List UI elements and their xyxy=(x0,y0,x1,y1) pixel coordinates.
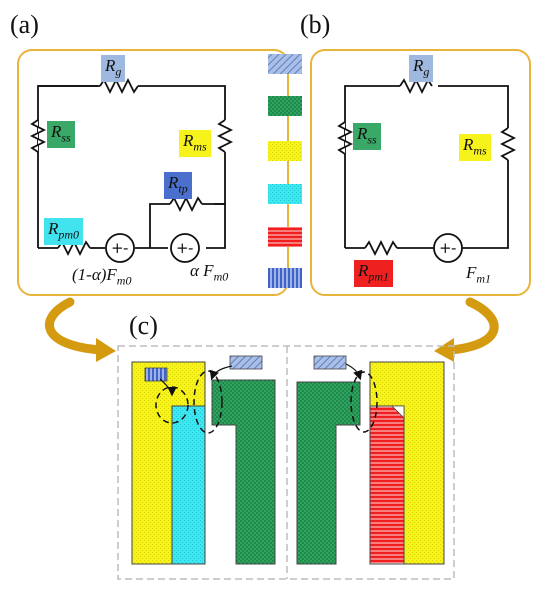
panel-c-frame xyxy=(117,345,455,580)
legend-gap-swatch xyxy=(268,54,302,74)
panel-b-frame xyxy=(310,49,531,296)
label-rms-b: Rms xyxy=(459,134,491,162)
legend-mover-steel-swatch xyxy=(268,141,302,161)
legend xyxy=(268,54,302,288)
tip-block xyxy=(171,405,206,565)
magnet-corner-cut xyxy=(391,405,405,419)
source-a2: + - xyxy=(170,233,200,263)
magnet-block xyxy=(369,405,405,565)
label-a: (a) xyxy=(10,10,39,39)
label-rss-b: Rss xyxy=(353,123,381,151)
rss-zigzag-a xyxy=(29,119,47,153)
transition-arrow-right xyxy=(434,297,499,362)
label-rg-b: Rg xyxy=(409,55,434,83)
source-b: + - xyxy=(433,233,463,263)
svg-text:-: - xyxy=(123,239,128,257)
gap-region-ellipse-right xyxy=(350,371,378,433)
svg-text:+: + xyxy=(176,239,189,257)
label-rms-a: Rms xyxy=(179,130,211,158)
legend-tip-swatch xyxy=(268,184,302,204)
label-rss-a: Rss xyxy=(47,121,75,149)
leader-leakage xyxy=(159,378,177,397)
rms-zigzag xyxy=(216,119,234,153)
label-source-b: Fm1 xyxy=(466,263,492,286)
label-source-a2: α Fm0 xyxy=(190,261,229,284)
label-c: (c) xyxy=(129,311,158,340)
label-source-a1: (1-α)Fm0 xyxy=(72,265,132,288)
label-rpm0: Rpm0 xyxy=(44,218,84,246)
leakage-block xyxy=(144,367,168,382)
leakage-region-circle xyxy=(155,386,189,424)
legend-leakage-swatch xyxy=(268,268,302,288)
stator-tooth-left xyxy=(211,379,276,565)
panel-a-frame xyxy=(17,49,289,296)
svg-text:+: + xyxy=(111,239,124,257)
label-rtp-a: Rtp xyxy=(164,172,192,200)
leader-gap-left xyxy=(209,365,233,381)
gap-block-left xyxy=(229,355,263,370)
legend-stator-steel-swatch xyxy=(268,96,302,116)
circuit-b-wires xyxy=(336,77,517,257)
svg-text:+: + xyxy=(439,239,452,257)
svg-text:-: - xyxy=(451,239,456,257)
label-rpm1: Rpm1 xyxy=(354,260,394,288)
label-rg-a: Rg xyxy=(101,55,126,83)
svg-text:-: - xyxy=(188,239,193,257)
transition-arrow-left xyxy=(45,297,116,362)
gap-region-ellipse-left xyxy=(193,370,223,434)
gap-block-right xyxy=(313,355,347,370)
legend-magnet-swatch xyxy=(268,227,302,247)
source-a1: + - xyxy=(105,233,135,263)
stator-tooth-right xyxy=(296,381,361,565)
label-b: (b) xyxy=(300,10,331,39)
leader-gap-right xyxy=(345,363,363,381)
